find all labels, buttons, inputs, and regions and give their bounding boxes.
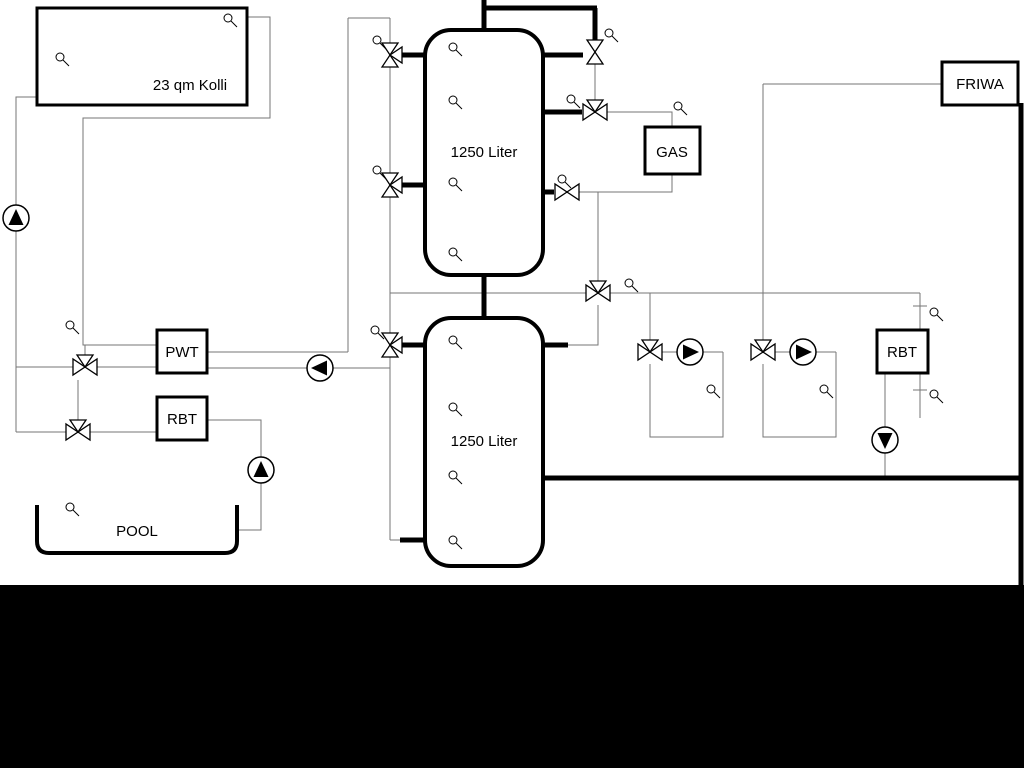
buffer-tank-1 — [423, 28, 545, 277]
rbt-right-pump-icon — [871, 426, 899, 454]
thin-pipe-lines — [15, 16, 942, 541]
circuit1-mixing-valve-icon — [637, 339, 663, 361]
solar-threeway-valve-icon — [72, 354, 98, 376]
circuit2-mixing-valve-icon — [750, 339, 776, 361]
circuit1-pump-icon — [676, 338, 704, 366]
main-pipes — [400, 0, 1024, 590]
pool-pump-icon — [247, 456, 275, 484]
buffer-tank-2 — [423, 316, 545, 568]
gas-supply-valve-icon — [582, 99, 608, 121]
friwa-box — [940, 60, 1020, 107]
temp-sensor-icon — [65, 320, 80, 335]
circuit2-pump-icon — [789, 338, 817, 366]
tank2-label: 1250 Liter — [451, 433, 518, 450]
pwt-heat-exchanger-box — [155, 328, 209, 375]
tank1-label: 1250 Liter — [451, 144, 518, 161]
rbt-right-box — [875, 328, 930, 375]
pool-threeway-valve-icon — [65, 419, 91, 441]
temp-sensor-icon — [624, 278, 639, 293]
temp-sensor-icon — [557, 174, 572, 189]
temp-sensor-icon — [673, 101, 688, 116]
charging-valve-top-icon — [381, 42, 403, 68]
temp-sensor-icon — [929, 307, 944, 322]
pool-label: POOL — [116, 523, 158, 540]
collector-label: 23 qm Kolli — [153, 77, 227, 94]
heating-mixing-valve-icon — [585, 280, 611, 302]
charging-valve-mid-icon — [381, 172, 403, 198]
solar-collector-box — [35, 6, 249, 107]
gas-boiler-box — [643, 125, 702, 176]
rbt-left-label: RBT — [167, 411, 197, 428]
solar-pump-icon — [2, 204, 30, 232]
gas-label: GAS — [656, 144, 688, 161]
footer-black-bar — [0, 585, 1024, 768]
rbt-right-label: RBT — [887, 344, 917, 361]
charging-valve-bottom-icon — [381, 332, 403, 358]
friwa-label: FRIWA — [956, 76, 1004, 93]
temp-sensor-icon — [706, 384, 721, 399]
temp-sensor-icon — [819, 384, 834, 399]
rbt-left-box — [155, 395, 209, 442]
temp-sensor-icon — [604, 28, 619, 43]
temp-sensor-icon — [65, 502, 80, 517]
temp-sensor-icon — [566, 94, 581, 109]
pool-basin — [35, 505, 239, 555]
tank-top-valve-icon — [586, 39, 604, 65]
gas-return-valve-icon — [554, 183, 580, 201]
charging-pump-icon — [306, 354, 334, 382]
pwt-label: PWT — [165, 344, 198, 361]
temp-sensor-icon — [929, 389, 944, 404]
